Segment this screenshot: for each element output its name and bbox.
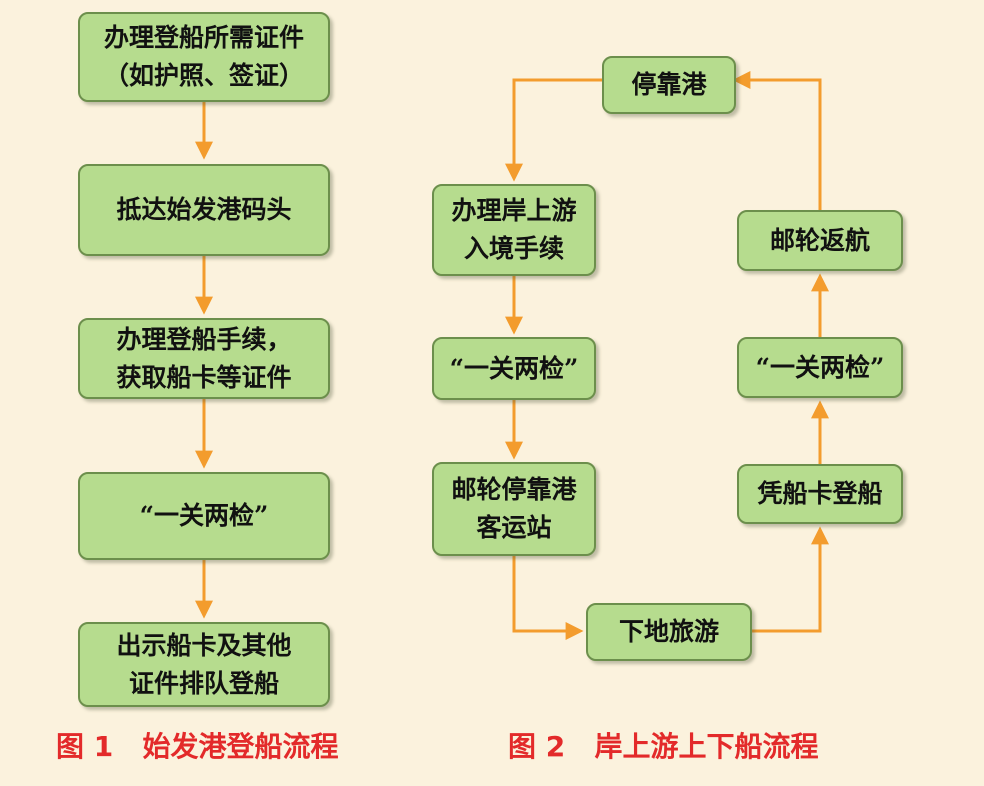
fig1-step-arrive-terminal: 抵达始发港码头	[78, 164, 330, 256]
fig2-node-terminal: 邮轮停靠港 客运站	[432, 462, 596, 556]
fig2-caption: 图 2 岸上游上下船流程	[508, 730, 819, 763]
fig2-arrow-tour-to-board	[752, 526, 829, 633]
fig2-node-port: 停靠港	[602, 56, 736, 114]
fig2-arrow-port-to-entry	[505, 78, 602, 182]
fig2-node-tour: 下地旅游	[586, 603, 752, 661]
fig2-node-inspect-left: “一关两检”	[432, 337, 596, 400]
fig2-arrow-terminal-to-tour	[512, 556, 584, 640]
fig1-step-inspection: “一关两检”	[78, 472, 330, 560]
fig1-caption: 图 1 始发港登船流程	[56, 730, 339, 763]
fig2-node-inspect-right: “一关两检”	[737, 337, 903, 398]
fig1-step-boarding-procedures: 办理登船手续， 获取船卡等证件	[78, 318, 330, 399]
fig2-node-return: 邮轮返航	[737, 210, 903, 271]
fig1-step-documents: 办理登船所需证件 （如护照、签证）	[78, 12, 330, 102]
fig2-arrow-return-to-port	[732, 71, 822, 210]
fig2-node-board: 凭船卡登船	[737, 464, 903, 524]
fig2-node-entry: 办理岸上游 入境手续	[432, 184, 596, 276]
fig1-step-queue-boarding: 出示船卡及其他 证件排队登船	[78, 622, 330, 707]
